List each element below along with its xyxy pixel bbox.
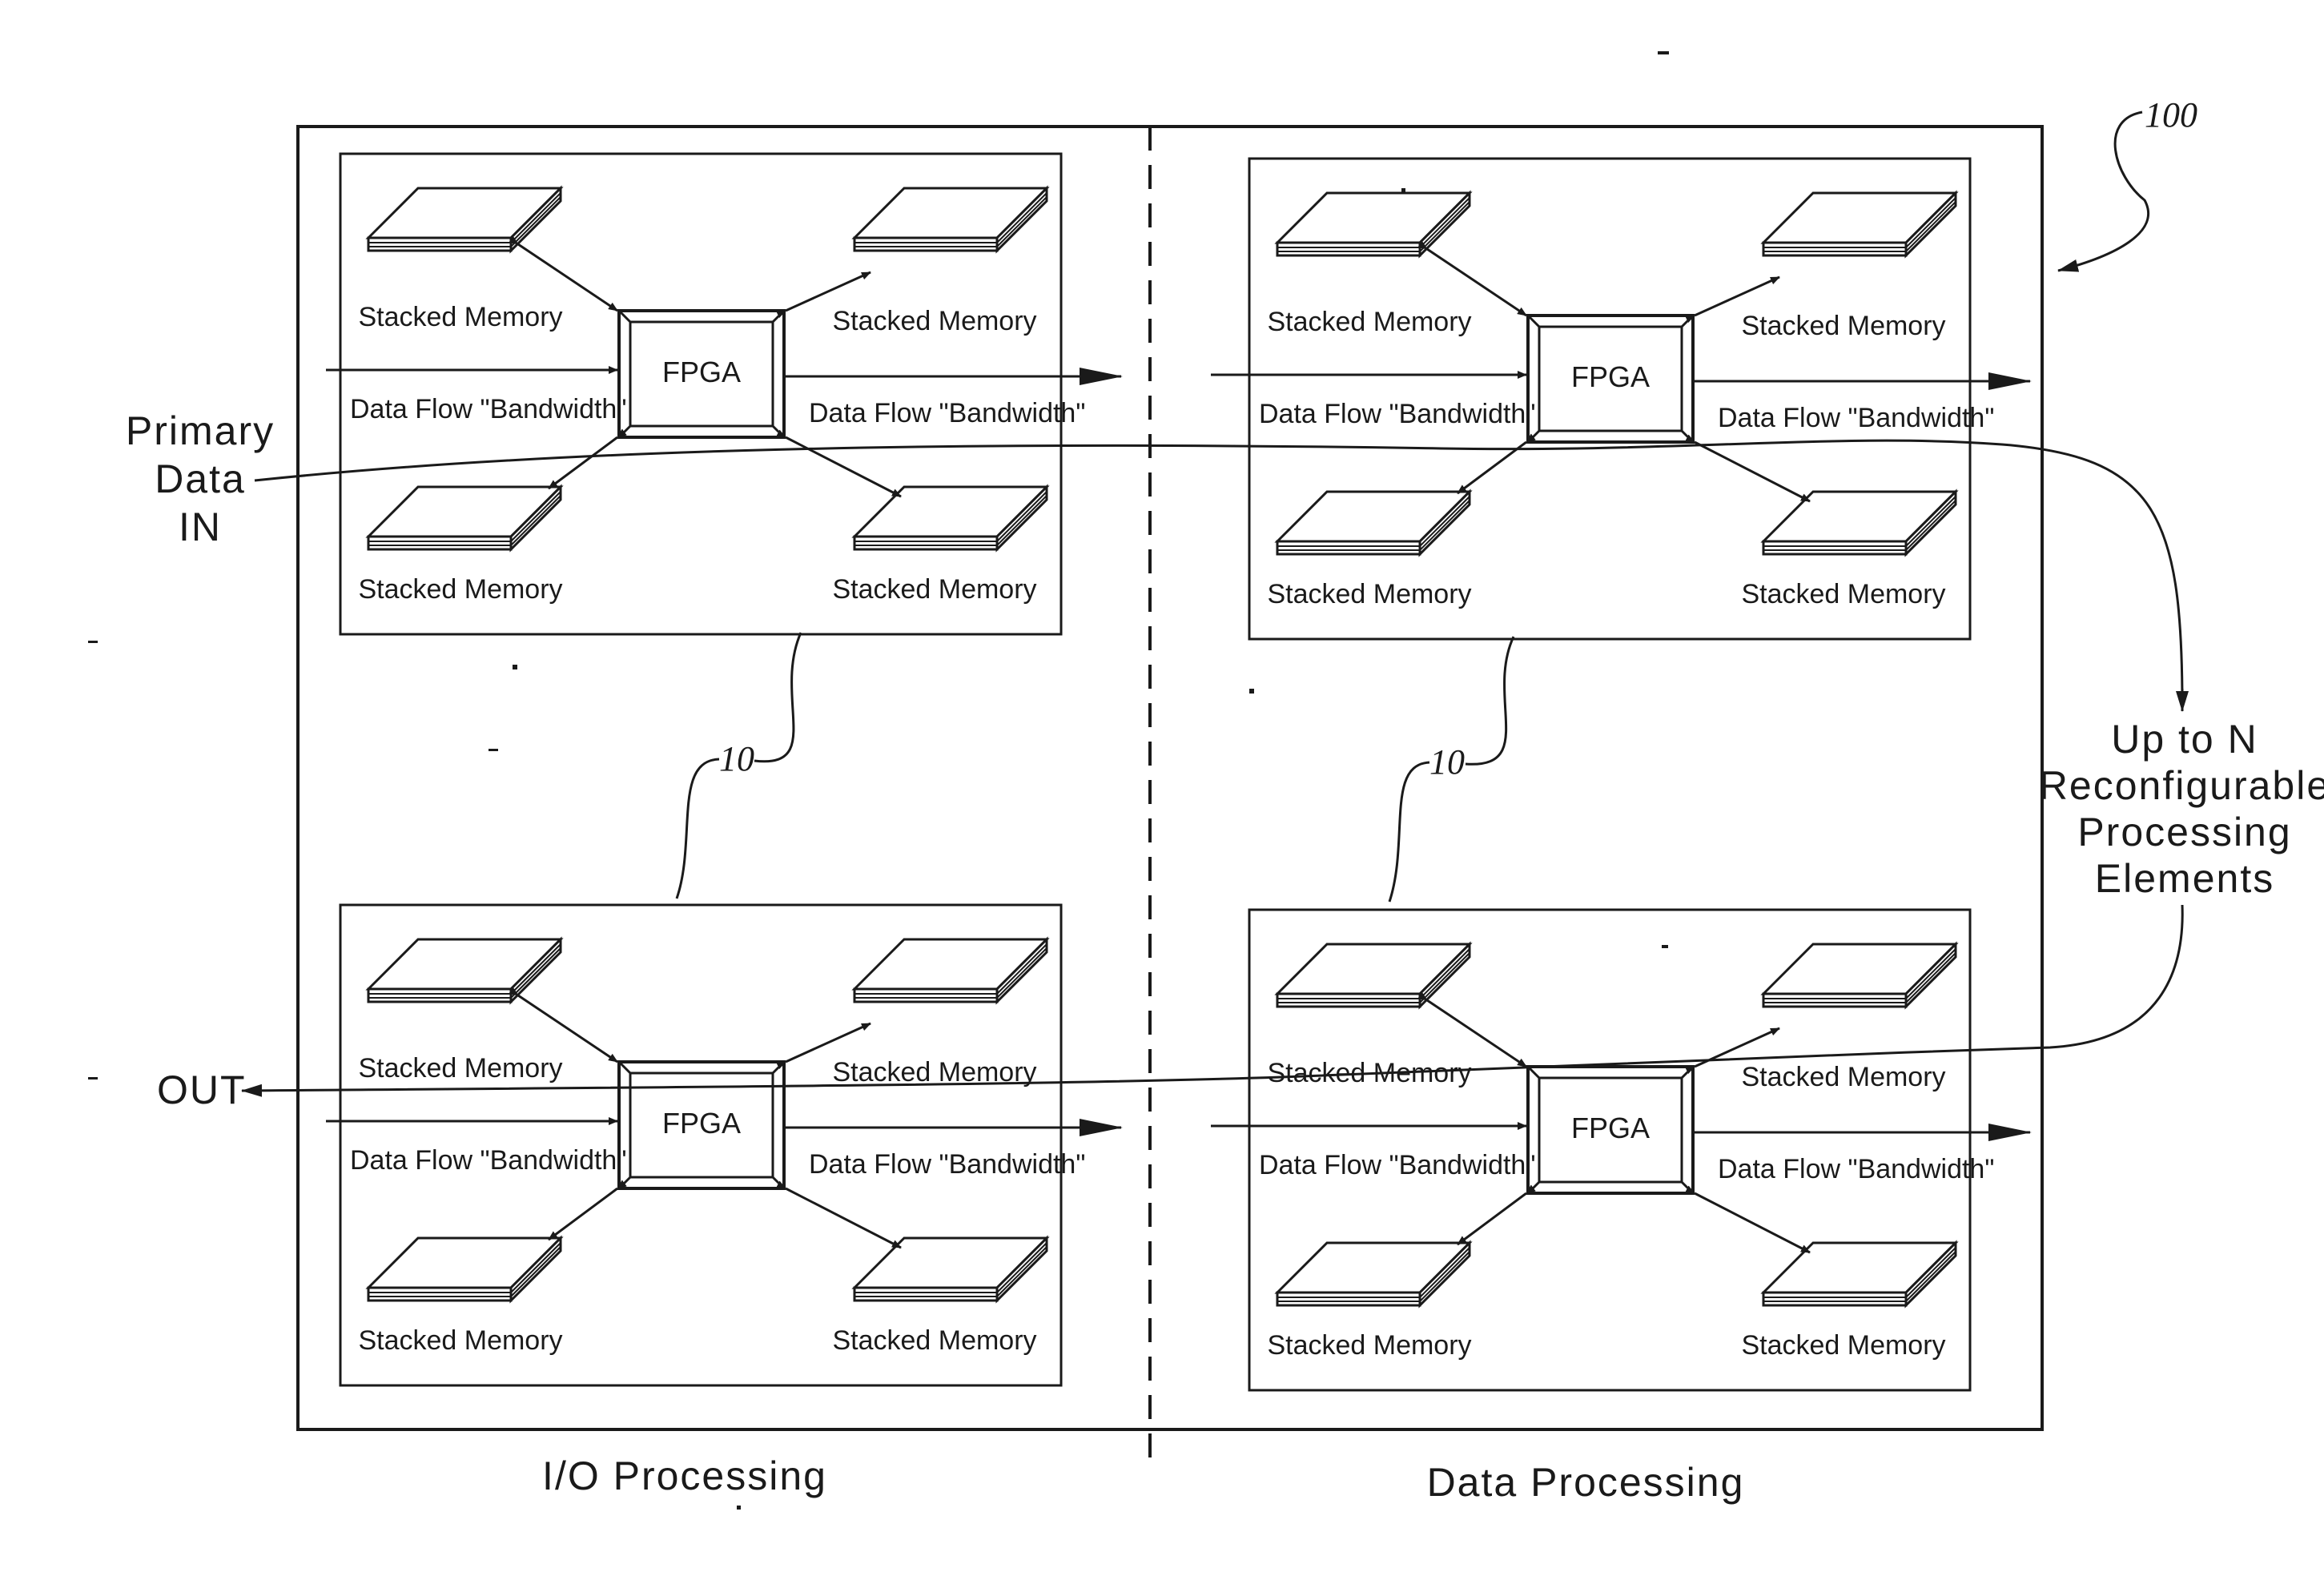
fpga-chip: FPGA <box>1528 1067 1693 1193</box>
svg-text:Processing: Processing <box>2077 810 2291 854</box>
memory-label: Stacked Memory <box>1267 1330 1471 1361</box>
stacked-memory-top-right: Stacked Memory <box>832 188 1047 336</box>
stacked-memory-top-left: Stacked Memory <box>358 939 562 1084</box>
svg-text:Data: Data <box>155 456 246 501</box>
element-ref-leader-left-top <box>754 633 801 762</box>
memory-label: Stacked Memory <box>358 1053 562 1084</box>
right-section-label: Data Processing <box>1427 1460 1745 1505</box>
stacked-memory-bottom-right: Stacked Memory <box>832 487 1047 605</box>
data-flow-out-label: Data Flow "Bandwidth" <box>809 1149 1085 1180</box>
memory-label: Stacked Memory <box>1741 579 1945 609</box>
memory-label: Stacked Memory <box>1267 307 1471 337</box>
fpga-label: FPGA <box>662 1107 741 1140</box>
left-section-label: I/O Processing <box>542 1453 827 1498</box>
processing-element: FPGA Stacked Memory Stacked Memory Stack… <box>326 154 1121 634</box>
stacked-memory-bottom-left: Stacked Memory <box>1267 1243 1471 1361</box>
stacked-memory-bottom-right: Stacked Memory <box>1741 492 1956 609</box>
data-flow-out-label: Data Flow "Bandwidth" <box>1718 1154 1994 1184</box>
data-flow-in-label: Data Flow "Bandwidth" <box>350 1145 626 1176</box>
fpga-label: FPGA <box>1571 360 1650 393</box>
fpga-label: FPGA <box>1571 1112 1650 1144</box>
svg-text:Primary: Primary <box>126 408 275 453</box>
memory-label: Stacked Memory <box>1267 579 1471 609</box>
processing-element: FPGA Stacked Memory Stacked Memory Stack… <box>1211 159 2030 639</box>
system-ref-label: 100 <box>2145 95 2197 135</box>
element-ref-leader-right-bottom <box>1389 762 1429 902</box>
stacked-memory-top-right: Stacked Memory <box>832 939 1047 1088</box>
stacked-memory-top-right: Stacked Memory <box>1741 193 1956 341</box>
svg-text:Elements: Elements <box>2095 856 2274 901</box>
fpga-chip: FPGA <box>619 1062 784 1188</box>
stacked-memory-bottom-left: Stacked Memory <box>358 1238 562 1356</box>
element-ref-label-left: 10 <box>719 739 754 778</box>
processing-element: FPGA Stacked Memory Stacked Memory Stack… <box>326 905 1121 1385</box>
side-note-label: Up to N Reconfigurable Processing Elemen… <box>2039 717 2324 901</box>
data-flow-out-label: Data Flow "Bandwidth" <box>809 398 1085 428</box>
fpga-chip: FPGA <box>1528 316 1693 442</box>
element-ref-label-right: 10 <box>1429 742 1465 782</box>
data-flow-out-label: Data Flow "Bandwidth" <box>1718 403 1994 433</box>
data-flow-in-label: Data Flow "Bandwidth" <box>1259 399 1535 429</box>
fpga-chip: FPGA <box>619 311 784 437</box>
memory-label: Stacked Memory <box>832 1325 1036 1356</box>
stacked-memory-bottom-right: Stacked Memory <box>832 1238 1047 1356</box>
stacked-memory-bottom-left: Stacked Memory <box>1267 492 1471 609</box>
memory-label: Stacked Memory <box>1741 1330 1945 1361</box>
stacked-memory-bottom-right: Stacked Memory <box>1741 1243 1956 1361</box>
memory-label: Stacked Memory <box>358 1325 562 1356</box>
processing-element: FPGA Stacked Memory Stacked Memory Stack… <box>1211 910 2030 1390</box>
element-ref-leader-right-top <box>1466 637 1514 764</box>
data-flow-in-label: Data Flow "Bandwidth" <box>1259 1150 1535 1180</box>
memory-label: Stacked Memory <box>832 574 1036 605</box>
stacked-memory-top-right: Stacked Memory <box>1741 944 1956 1092</box>
svg-text:Up to N: Up to N <box>2111 717 2258 762</box>
svg-text:IN: IN <box>179 505 222 549</box>
memory-label: Stacked Memory <box>832 306 1036 336</box>
memory-label: Stacked Memory <box>358 302 562 332</box>
data-flow-in-label: Data Flow "Bandwidth" <box>350 394 626 424</box>
stacked-memory-bottom-left: Stacked Memory <box>358 487 562 605</box>
stacked-memory-top-left: Stacked Memory <box>1267 944 1471 1088</box>
memory-label: Stacked Memory <box>1741 1062 1945 1092</box>
memory-label: Stacked Memory <box>1741 311 1945 341</box>
element-ref-leader-left-bottom <box>677 759 719 899</box>
primary-data-path <box>255 440 2182 705</box>
primary-input-label: Primary Data IN <box>126 408 275 549</box>
system-ref-leader <box>2058 112 2149 271</box>
output-label: OUT <box>157 1067 247 1112</box>
svg-text:Reconfigurable: Reconfigurable <box>2039 763 2324 808</box>
stacked-memory-top-left: Stacked Memory <box>1267 193 1471 337</box>
fpga-label: FPGA <box>662 356 741 388</box>
memory-label: Stacked Memory <box>358 574 562 605</box>
stacked-memory-top-left: Stacked Memory <box>358 188 562 332</box>
